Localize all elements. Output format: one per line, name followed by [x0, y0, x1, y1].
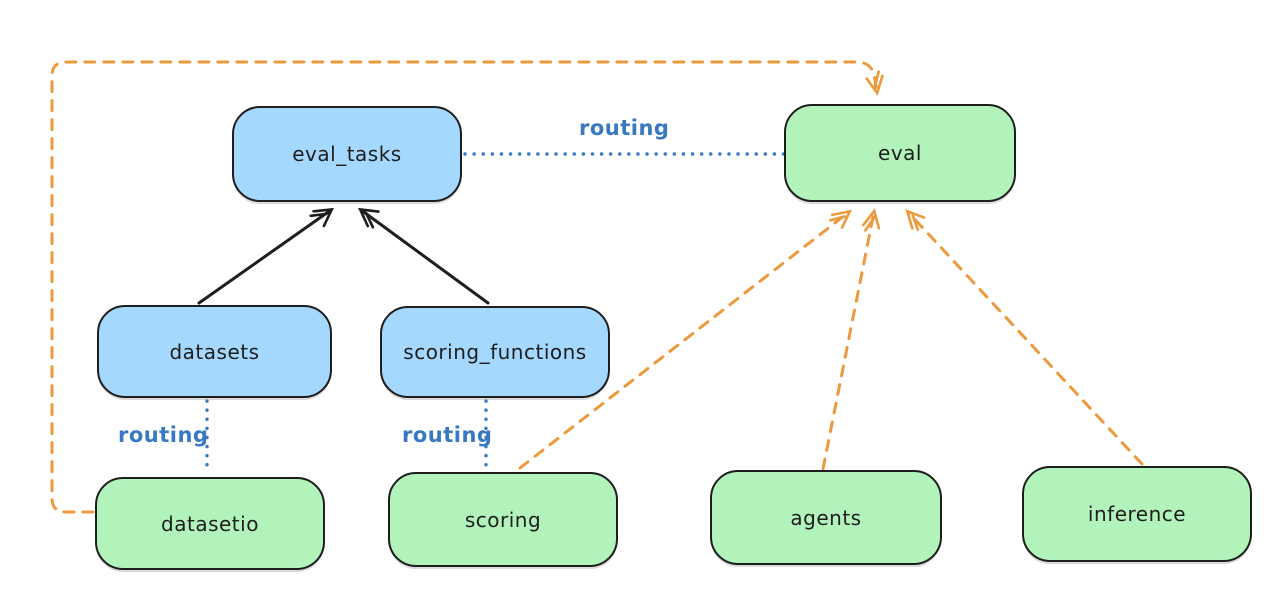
- node-agents-label: agents: [790, 505, 862, 530]
- node-datasets: datasets: [97, 305, 332, 398]
- node-scoring_functions-label: scoring_functions: [403, 340, 587, 364]
- node-eval_tasks-label: eval_tasks: [292, 142, 402, 166]
- edge-label-routing-datasets-datasetio: routing: [118, 423, 209, 447]
- node-datasets-label: datasets: [169, 339, 260, 364]
- node-datasetio: datasetio: [95, 477, 325, 570]
- node-scoring_functions: scoring_functions: [380, 306, 610, 398]
- node-eval-label: eval: [878, 141, 922, 165]
- edge-label-routing-eval_tasks-eval: routing: [579, 116, 670, 140]
- edge-agents-eval: [821, 212, 874, 471]
- edge-scoring-eval: [518, 212, 849, 470]
- node-scoring-label: scoring: [464, 507, 542, 532]
- node-eval_tasks: eval_tasks: [232, 106, 462, 202]
- node-eval: eval: [784, 104, 1016, 202]
- edge-scoring_functions-eval_tasks: [361, 210, 490, 305]
- edge-inference-eval: [908, 212, 1144, 466]
- node-scoring: scoring: [388, 472, 618, 567]
- node-inference-label: inference: [1087, 502, 1187, 526]
- node-agents: agents: [710, 470, 942, 565]
- edge-datasets-eval_tasks: [197, 210, 331, 305]
- node-datasetio-label: datasetio: [161, 511, 259, 536]
- node-inference: inference: [1022, 466, 1252, 562]
- edge-datasetio-eval: [50, 60, 877, 514]
- edge-label-routing-scoring_functions-scoring: routing: [402, 423, 493, 447]
